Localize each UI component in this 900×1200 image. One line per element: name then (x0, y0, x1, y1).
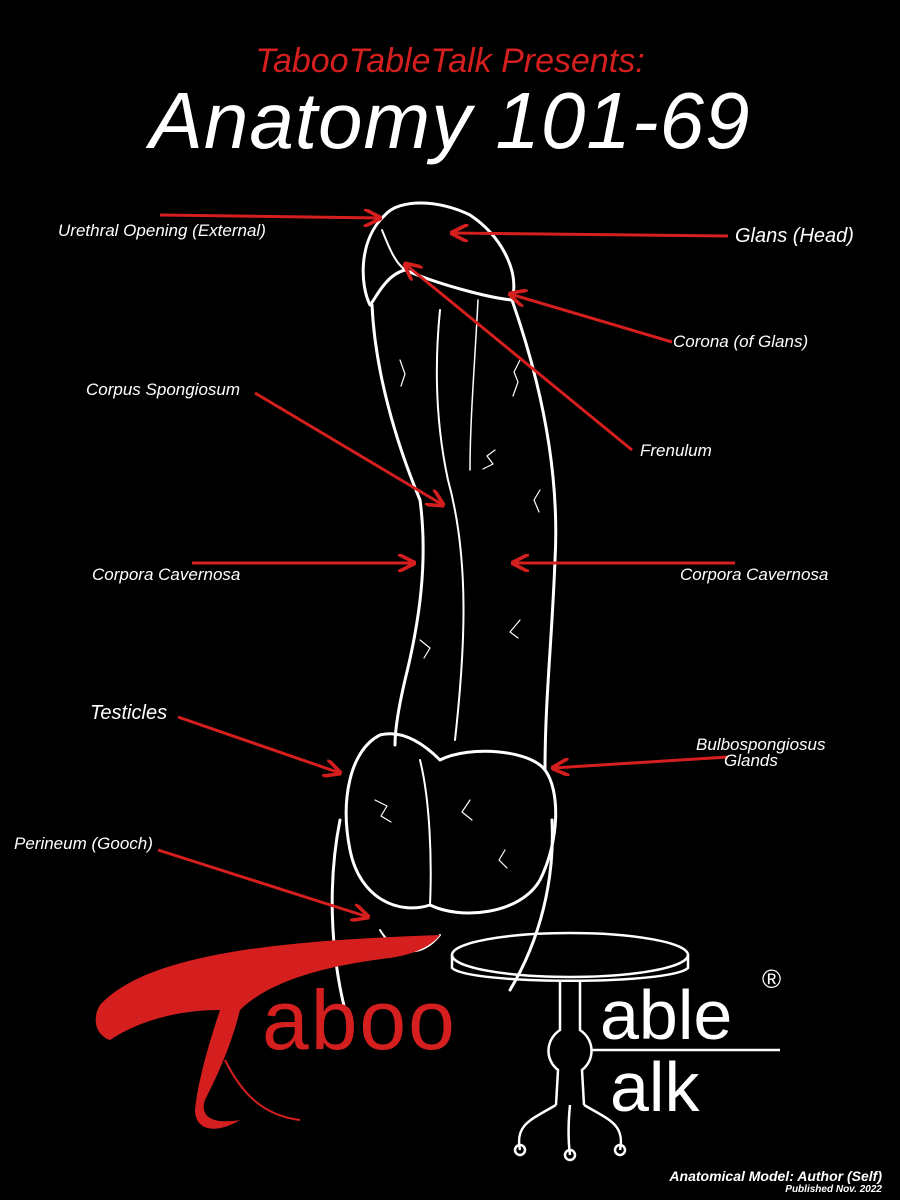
arrow-bulbospongiosus (553, 755, 729, 768)
label-testicles: Testicles (90, 702, 168, 724)
logo-registered-mark: ® (762, 964, 782, 994)
glans-outline (361, 201, 516, 307)
shaft-right-edge (510, 298, 558, 772)
credit-model: Anatomical Model: Author (Self) (669, 1168, 882, 1184)
meatus-line (381, 229, 406, 271)
spongiosum-line (435, 309, 465, 741)
scrotal-raphe (419, 759, 432, 906)
vein-details (374, 359, 541, 869)
presenter-line: TabooTableTalk Presents: (255, 42, 645, 80)
page-title: Anatomy 101-69 (149, 76, 751, 165)
pointer-arrows (157, 215, 735, 917)
label-urethral-opening: Urethral Opening (External) (58, 221, 266, 240)
logo-word-talk: alk (610, 1048, 700, 1126)
label-glans: Glans (Head) (735, 225, 854, 247)
arrow-testicles (177, 715, 340, 773)
logo-word-table: able (600, 976, 733, 1054)
shaft-left-edge (370, 303, 425, 747)
label-corpora-cavernosa-right: Corpora Cavernosa (680, 565, 829, 584)
label-corona: Corona (of Glans) (673, 332, 809, 351)
arrow-glans (452, 233, 729, 236)
label-perineum: Perineum (Gooch) (14, 834, 153, 853)
arrow-frenulum (405, 264, 633, 452)
label-frenulum: Frenulum (640, 441, 712, 460)
arrow-urethral-opening (159, 215, 380, 218)
label-corpora-cavernosa-left: Corpora Cavernosa (92, 565, 241, 584)
arrow-perineum (157, 848, 368, 917)
label-bulbospongiosus-glands: Glands (724, 751, 778, 770)
scrotum-outline (344, 732, 558, 915)
logo-taboo-t (95, 935, 441, 1129)
credit-published: Published Nov. 2022 (785, 1184, 882, 1195)
logo-table-icon (450, 931, 780, 1162)
arrow-corpus-spongiosum (254, 391, 443, 505)
outline-drawing (330, 201, 558, 1012)
label-corpus-spongiosum: Corpus Spongiosum (86, 380, 241, 399)
logo-word-taboo: aboo (262, 973, 457, 1067)
label-bulbospongiosus: Bulbospongiosus (696, 735, 826, 754)
right-leg-line (508, 818, 554, 992)
cavernosa-divider (469, 299, 479, 471)
arrow-corona (510, 294, 673, 344)
left-leg-line (330, 818, 347, 1012)
